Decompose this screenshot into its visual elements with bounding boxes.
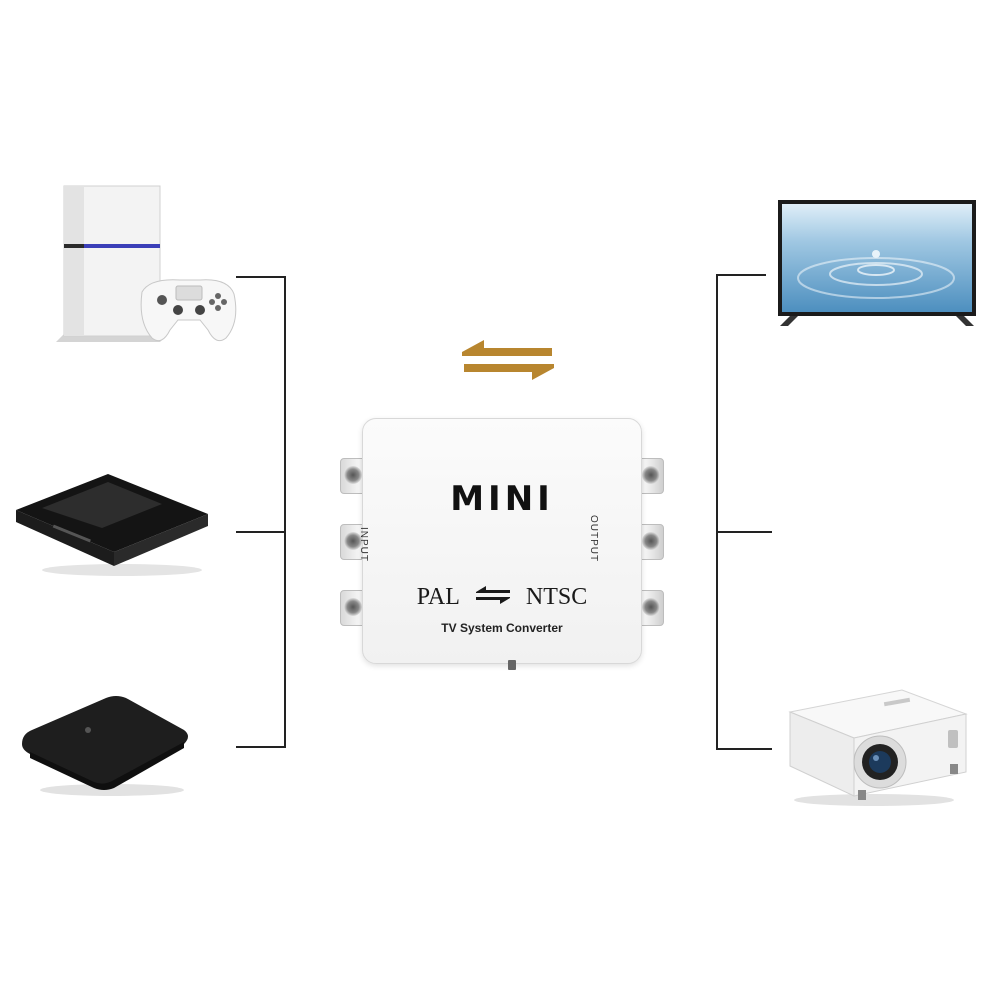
- converter-brand: MINI: [450, 479, 554, 519]
- right-connector-bottom: [716, 748, 772, 750]
- mode-row: PAL NTSC: [363, 583, 641, 611]
- right-bracket-vertical: [716, 274, 718, 750]
- converter-subtitle: TV System Converter: [441, 621, 563, 635]
- mode-switch[interactable]: [508, 660, 516, 670]
- bidirectional-arrows-icon: [462, 340, 554, 380]
- right-connector-top: [716, 274, 766, 276]
- projector-icon: [788, 689, 968, 806]
- left-connector-bottom: [236, 746, 286, 748]
- tv-box-icon: [22, 696, 188, 796]
- input-label: INPUT: [358, 527, 369, 562]
- converter-unit: MINI INPUT OUTPUT PAL NTSC TV System Con…: [358, 418, 642, 664]
- game-console-icon: [56, 185, 237, 342]
- left-bracket-vertical: [284, 276, 286, 748]
- right-connector-middle: [716, 531, 772, 533]
- left-connector-top: [236, 276, 286, 278]
- left-connector-middle: [236, 531, 286, 533]
- tv-icon: [778, 200, 976, 326]
- output-label: OUTPUT: [588, 515, 599, 563]
- dvd-player-icon: [16, 474, 208, 576]
- mode-swap-icon: [475, 584, 510, 611]
- mode-ntsc: NTSC: [525, 583, 588, 610]
- mode-pal: PAL: [416, 583, 460, 610]
